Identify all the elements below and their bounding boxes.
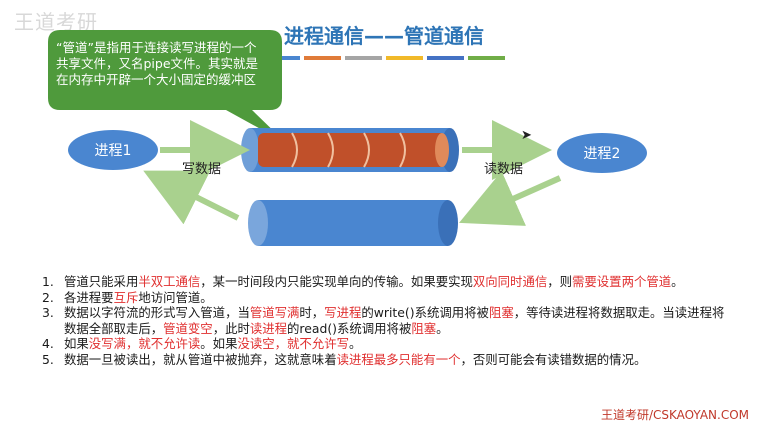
list-text: ，等待读进程将数据取走。当读进程将数据全部取走后， (64, 305, 725, 336)
list-item: 4. 如果没写满，就不允许读。如果没读空，就不允许写。 (42, 336, 732, 352)
pipe-data-fill (258, 133, 446, 167)
process-1: 进程1 (68, 130, 158, 170)
highlight-text: 互斥 (113, 289, 139, 305)
callout-text: “管道”是指用于连接读写进程的一个共享文件，又名pipe文件。其实就是在内存中开… (56, 40, 259, 87)
highlight-text: 阻塞 (488, 305, 514, 320)
pipe-rules-list: 1. 管道只能采用半双工通信，某一时间段内只能实现单向的传输。如果要实现双向同时通… (42, 274, 732, 367)
slide-title: 进程通信——管道通信 (284, 24, 484, 48)
title-bar-4 (386, 56, 423, 60)
list-text: ，否则可能会有读错数据的情况。 (460, 351, 647, 367)
highlight-text: 读进程最多只能有一个 (336, 351, 461, 367)
title-bar-6 (468, 56, 505, 60)
highlight-text: 管道写满 (249, 305, 300, 320)
list-text: 管道只能采用 (64, 274, 139, 289)
brand-footer: 王道考研/CSKAOYAN.COM (600, 408, 749, 422)
list-text: 数据以字符流的形式写入管道，当 (64, 305, 250, 320)
title-bar-5 (427, 56, 464, 60)
pipe-full (241, 128, 459, 172)
return-arrow-left (143, 170, 240, 225)
list-text: 。如果 (200, 336, 238, 351)
highlight-text: 没写满，就不允许读 (88, 336, 201, 351)
list-text: 。 (671, 274, 684, 289)
highlight-text: 阻塞 (411, 320, 437, 336)
pipe-empty (248, 200, 458, 246)
list-text: ，此时 (212, 320, 250, 336)
list-text: ，则 (547, 274, 573, 289)
return-arrow-right (459, 171, 562, 226)
highlight-text: 半双工通信 (138, 274, 201, 289)
list-text: 。 (436, 320, 449, 336)
process-2: 进程2 (557, 133, 647, 173)
highlight-text: 读进程 (249, 320, 288, 336)
highlight-text: 双向同时通信 (472, 274, 548, 289)
highlight-text: 管道变空 (163, 320, 213, 336)
list-item-number: 3. (42, 305, 54, 320)
list-item-number: 2. (42, 289, 54, 305)
title-bar-2 (304, 56, 341, 60)
highlight-text: 写进程 (324, 305, 362, 320)
list-item: 1. 管道只能采用半双工通信，某一时间段内只能实现单向的传输。如果要实现双向同时通… (42, 274, 732, 290)
write-data-label: 写数据 (182, 162, 222, 177)
list-text: ，某一时间段内只能实现单向的传输。如果要实现 (200, 274, 473, 289)
mouse-cursor-icon: ➤ (521, 128, 532, 143)
list-item-number: 1. (42, 274, 54, 289)
highlight-text: 没读空，就不允许写 (237, 336, 349, 351)
list-text: 的write()系统调用将被 (361, 305, 489, 320)
highlight-text: 需要设置两个管道 (572, 274, 672, 289)
list-text: 地访问管道。 (138, 289, 213, 305)
title-bar-3 (345, 56, 382, 60)
pipe-empty-body (258, 200, 448, 246)
list-item-number: 4. (42, 336, 54, 351)
list-item: 3. 数据以字符流的形式写入管道，当管道写满时，写进程的write()系统调用将被… (42, 305, 732, 336)
read-data-label: 读数据 (484, 162, 524, 177)
list-item: 5. 数据一旦被读出，就从管道中被抛弃，这就意味着读进程最多只能有一个，否则可能会… (42, 352, 732, 368)
list-text: 的read()系统调用将被 (287, 320, 412, 336)
list-item-number: 5. (42, 351, 54, 367)
list-text: 时， (299, 305, 325, 320)
list-text: 。 (348, 336, 362, 351)
list-text: 各进程要 (64, 289, 114, 305)
list-text: 数据一旦被读出，就从管道中被抛弃，这就意味着 (64, 351, 337, 367)
list-text: 如果 (64, 336, 89, 351)
list-item: 2. 各进程要互斥地访问管道。 (42, 290, 732, 306)
